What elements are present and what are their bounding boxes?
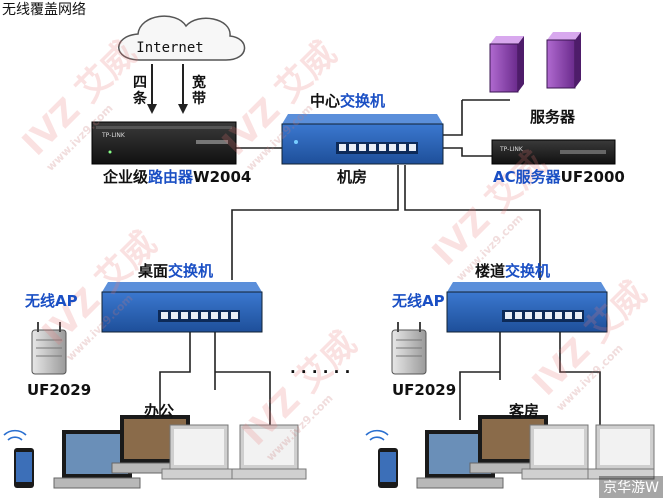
arrow-down-icon: [178, 104, 188, 114]
ellipsis: · · · · · ·: [290, 363, 351, 381]
internet-cloud-icon: [118, 15, 246, 61]
server-tower-icon: [489, 32, 581, 93]
ac-brand: TP-LINK: [499, 146, 524, 153]
left-switch-label: 桌面交换机: [138, 262, 214, 280]
uplink-label-left: 四 条: [133, 75, 147, 107]
wifi-signal-icon: [3, 429, 27, 441]
ac-server-label: AC服务器UF2000: [493, 168, 625, 186]
servers-label: 服务器: [530, 108, 576, 126]
core-switch-label: 中心交换机: [310, 92, 386, 110]
wifi-signal-icon: [365, 429, 389, 441]
left-ap-label: 无线AP: [25, 292, 78, 310]
office-label: 办公: [144, 402, 175, 420]
left-switch-device: [101, 282, 263, 333]
uplink-arrows: [151, 64, 184, 106]
access-point-icon: [31, 322, 67, 375]
left-ap-model: UF2029: [27, 381, 92, 399]
core-switch-device: [281, 114, 444, 165]
cables: [159, 99, 601, 425]
uplink-label-right: 宽 带: [192, 75, 206, 107]
smartphone-icon: [14, 448, 34, 488]
laptop-icon: [587, 424, 655, 480]
guest-room-label: 客房: [509, 402, 540, 420]
smartphone-icon: [378, 448, 398, 488]
right-ap-label: 无线AP: [392, 292, 445, 310]
cloud-label: Internet: [136, 40, 203, 56]
laptop-icon: [231, 424, 307, 480]
right-switch-label: 楼道交换机: [475, 262, 551, 280]
right-switch-device: [446, 282, 608, 333]
laptop-icon: [161, 424, 237, 480]
router-device: TP-LINK: [91, 121, 237, 165]
router-label: 企业级路由器W2004: [103, 168, 252, 186]
access-point-icon: [391, 322, 427, 375]
ac-server-device: TP-LINK: [491, 139, 616, 165]
arrow-down-icon: [147, 104, 157, 114]
corner-watermark: 京华游W: [599, 476, 663, 498]
machine-room-label: 机房: [337, 168, 368, 186]
right-ap-model: UF2029: [392, 381, 457, 399]
diagram-title: 无线覆盖网络: [2, 2, 86, 18]
router-brand: TP-LINK: [101, 132, 126, 139]
laptop-icon: [521, 424, 597, 480]
